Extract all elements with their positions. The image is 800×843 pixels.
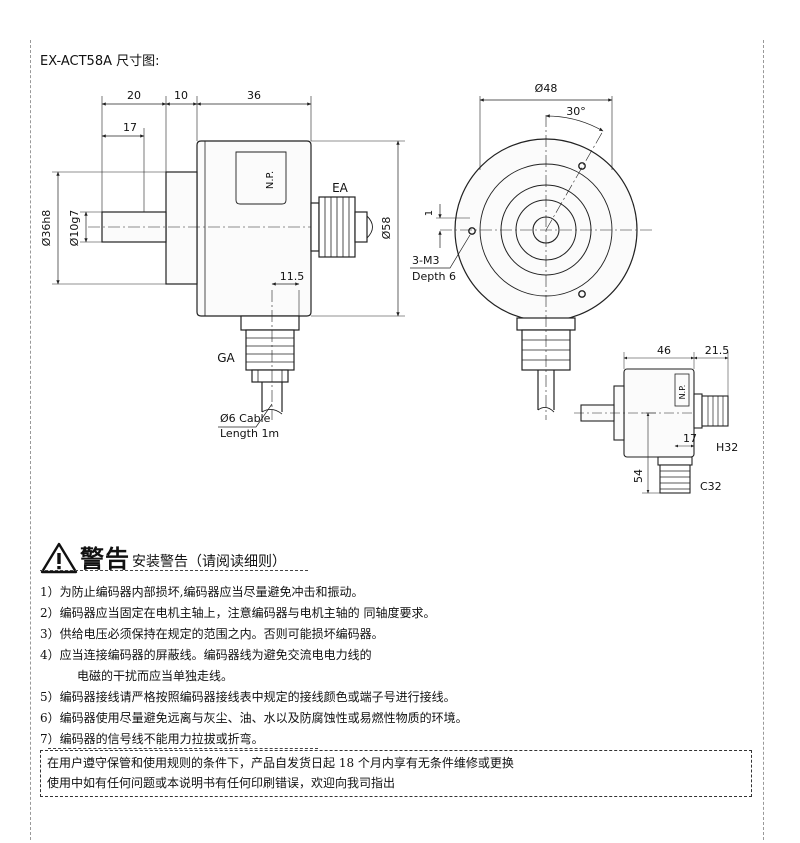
- warning-title: 警告: [80, 544, 130, 573]
- connector-c32: C32: [700, 480, 722, 493]
- divider: [48, 748, 318, 749]
- warning-icon: [40, 542, 78, 574]
- page-title: EX-ACT58A 尺寸图:: [40, 54, 160, 69]
- thread-spec: 3-M3: [412, 254, 439, 267]
- list-item: 5）编码器接线请严格按照编码器接线表中规定的接线颜色或端子号进行接线。: [40, 690, 456, 704]
- dim-dia58: Ø58: [380, 217, 393, 240]
- dim-10: 10: [174, 89, 188, 102]
- list-item: 6）编码器使用尽量避免远离与灰尘、油、水以及防腐蚀性或易燃性物质的环境。: [40, 711, 468, 725]
- warranty-line: 使用中如有任何问题或本说明书有任何印刷错误，欢迎向我司指出: [47, 776, 396, 790]
- warning-subtitle: 安装警告（请阅读细则）: [132, 554, 286, 570]
- np-label-small: N.P.: [678, 385, 687, 400]
- warranty-line: 在用户遵守保管和使用规则的条件下，产品自发货日起 18 个月内享有无条件维修或更…: [47, 756, 514, 770]
- dim-20: 20: [127, 89, 141, 102]
- dim-17-small: 17: [683, 432, 697, 445]
- side-view-labels: 20 10 36 17 Ø36h8 Ø10g7 Ø58 11.5 N.P. EA…: [40, 89, 393, 440]
- list-item: 电磁的干扰而应当单独走线。: [77, 669, 234, 683]
- front-view: [410, 96, 652, 420]
- dim-21-5: 21.5: [705, 344, 730, 357]
- cable-dia: Ø6 Cable: [220, 412, 271, 425]
- dim-36: 36: [247, 89, 261, 102]
- thread-depth: Depth 6: [412, 270, 456, 283]
- dim-54: 54: [632, 469, 645, 483]
- list-item: 4）应当连接编码器的屏蔽线。编码器线为避免交流电电力线的: [40, 648, 372, 662]
- dim-dia36: Ø36h8: [40, 210, 53, 247]
- warning-list: 1）为防止编码器内部损坏,编码器应当尽量避免冲击和振动。 2）编码器应当固定在电…: [40, 582, 468, 750]
- small-view-labels: N.P. 46 21.5 17 54 H32 C32: [632, 344, 738, 493]
- list-item: 1）为防止编码器内部损坏,编码器应当尽量避免冲击和振动。: [40, 585, 364, 599]
- page-frame: [30, 40, 764, 840]
- dim-17: 17: [123, 121, 137, 134]
- warranty-note: 在用户遵守保管和使用规则的条件下，产品自发货日起 18 个月内享有无条件维修或更…: [40, 750, 752, 797]
- dimension-drawing: 20 10 36 17 Ø36h8 Ø10g7 Ø58 11.5 N.P. EA…: [40, 82, 738, 494]
- dim-11-5: 11.5: [280, 270, 305, 283]
- cable-length: Length 1m: [220, 427, 279, 440]
- warning-underline: [40, 570, 308, 571]
- connector-ga: GA: [217, 351, 235, 365]
- small-view: [574, 352, 729, 494]
- dim-1: 1: [424, 210, 435, 216]
- dim-46: 46: [657, 344, 671, 357]
- list-item: 7）编码器的信号线不能用力拉拔或折弯。: [40, 732, 264, 746]
- list-item: 3）供给电压必须保持在规定的范围之内。否则可能损坏编码器。: [40, 627, 384, 641]
- warning-header: 警告 安装警告（请阅读细则）: [40, 540, 286, 574]
- connector-h32: H32: [716, 441, 738, 454]
- dim-dia48: Ø48: [535, 82, 558, 95]
- list-item: 2）编码器应当固定在电机主轴上，注意编码器与电机主轴的 同轴度要求。: [40, 606, 436, 620]
- connector-ea: EA: [332, 181, 349, 195]
- np-label: N.P.: [265, 171, 276, 189]
- dim-30deg: 30°: [566, 105, 586, 118]
- dim-dia10: Ø10g7: [68, 210, 81, 247]
- front-view-labels: Ø48 30° 1 3-M3 Depth 6: [412, 82, 586, 283]
- side-view: [52, 96, 405, 428]
